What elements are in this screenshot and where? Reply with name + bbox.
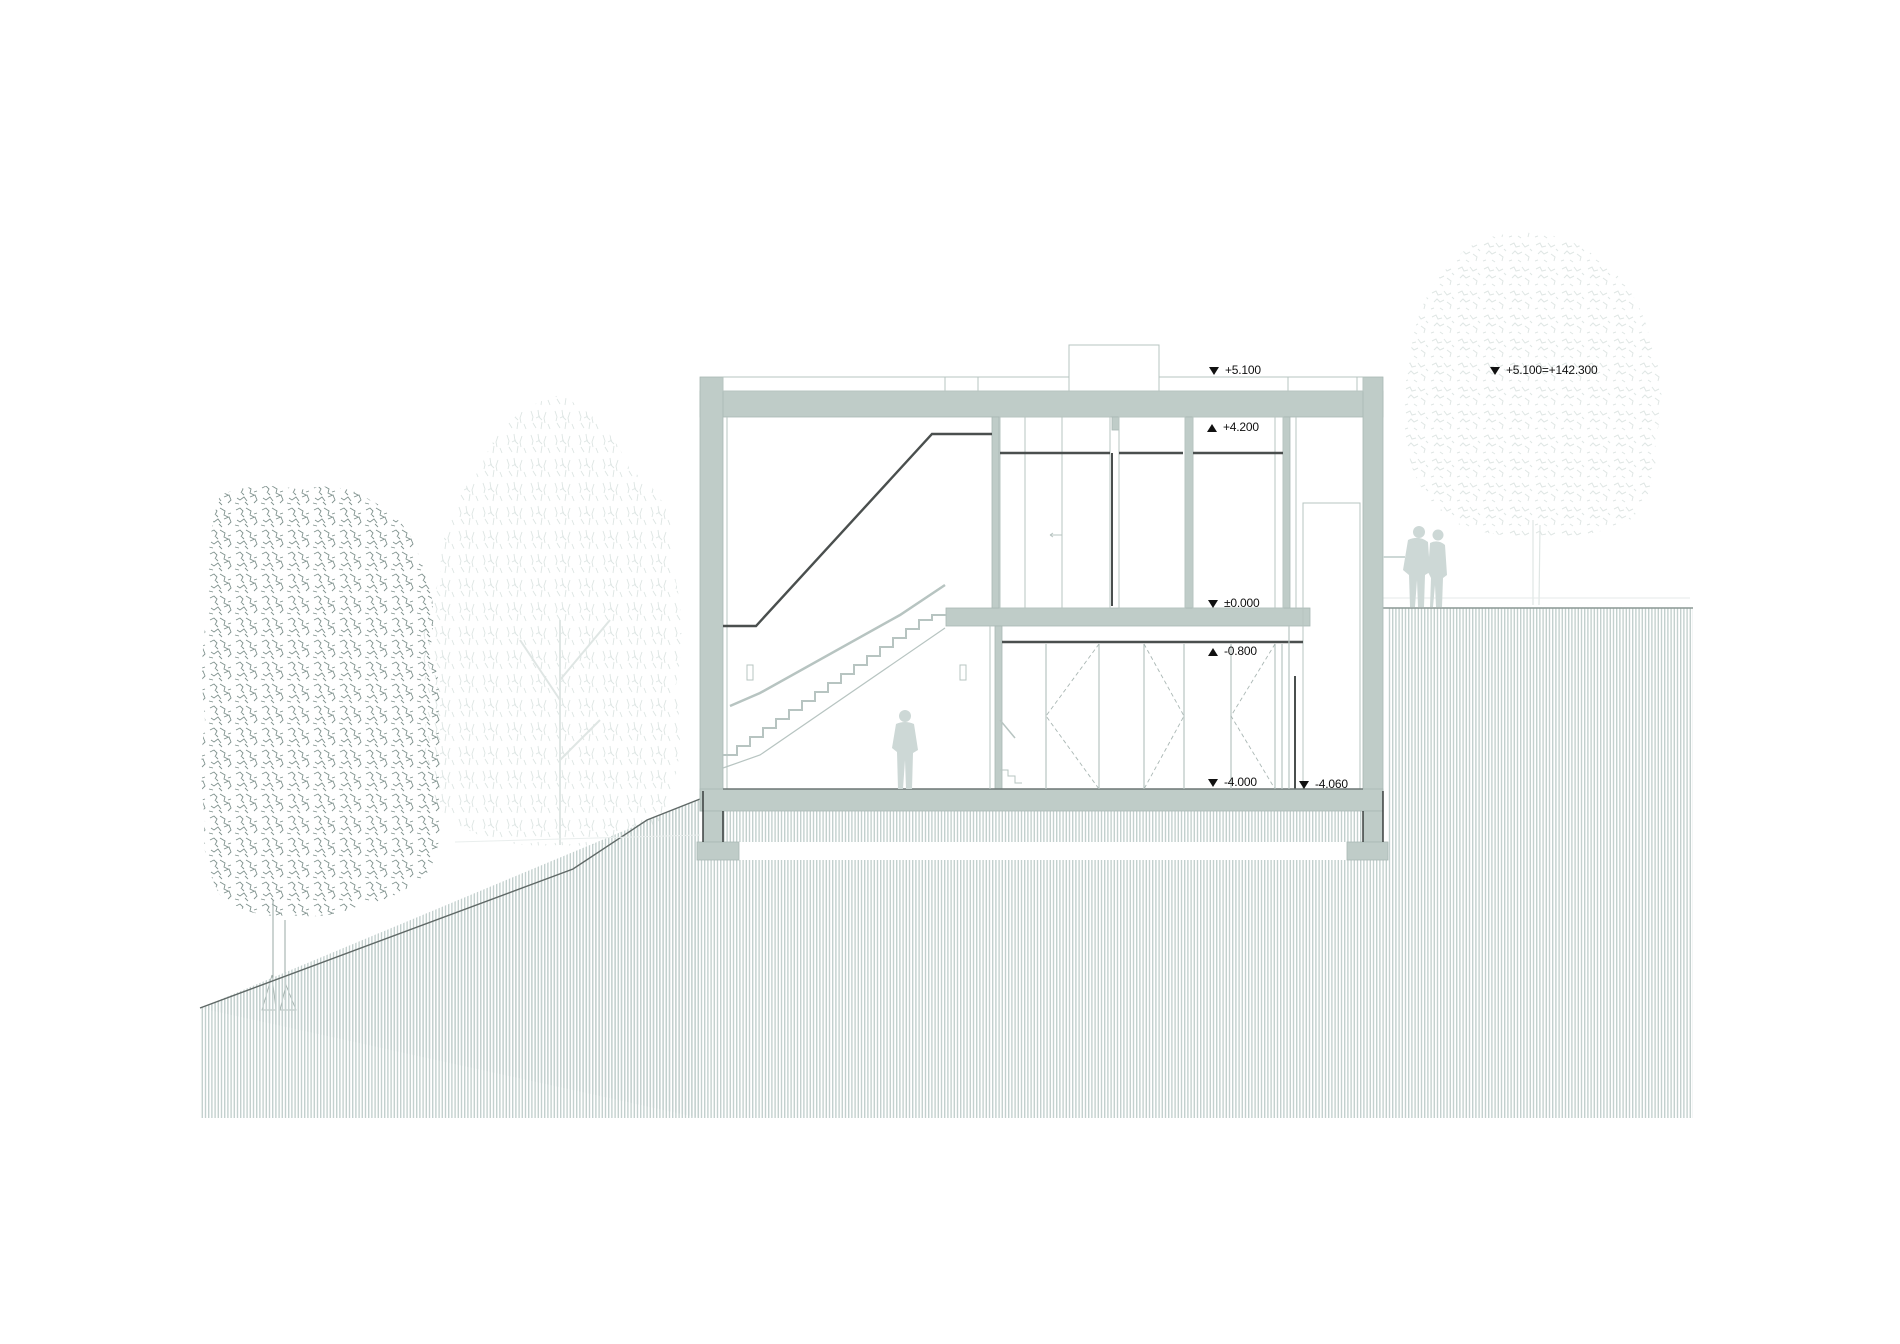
upper-interior: [726, 416, 1361, 790]
level-down-triangle-icon: [1299, 780, 1309, 789]
right-wall: [1362, 376, 1384, 812]
dark-elements: [723, 432, 1363, 790]
level-label: +5.100: [1225, 363, 1261, 377]
left-wall: [699, 376, 724, 812]
level-label: -4.000: [1224, 775, 1257, 789]
level-down-triangle-icon: [1208, 778, 1218, 787]
level-marker-lower-floor-step: -4.060: [1299, 777, 1348, 791]
stair-handrail-upper: [723, 432, 992, 628]
level-label: +4.200: [1223, 420, 1259, 434]
building-section: [696, 376, 1389, 861]
floor-slab: [699, 788, 1384, 812]
level-marker-lower-ceiling: -0.800: [1208, 644, 1257, 658]
level-label: ±0.000: [1224, 596, 1260, 610]
level-marker-roof-absolute: +5.100=+142.300: [1490, 363, 1598, 377]
shaft: [1302, 502, 1361, 790]
level-label: -0.800: [1224, 644, 1257, 658]
folding-doors: [1045, 626, 1290, 790]
level-marker-lower-floor: -4.000: [1208, 775, 1257, 789]
rooftop-box: [1068, 344, 1160, 392]
right-footing: [1346, 841, 1389, 861]
tree-right: [1404, 232, 1662, 606]
level-label: -4.060: [1315, 777, 1348, 791]
person-interior: [892, 710, 918, 789]
ground-section: [199, 597, 1693, 1118]
level-down-triangle-icon: [1209, 366, 1219, 375]
roof-slab: [699, 390, 1384, 418]
mid-slab: [945, 607, 1311, 627]
level-down-triangle-icon: [1208, 599, 1218, 608]
couple-exterior: [1383, 526, 1447, 607]
level-down-triangle-icon: [1490, 366, 1500, 375]
level-marker-roof: +5.100: [1209, 363, 1261, 377]
level-marker-upper-ceiling: +4.200: [1207, 420, 1259, 434]
level-label: +5.100=+142.300: [1506, 363, 1598, 377]
left-footing: [696, 841, 740, 861]
tree-back-left: [422, 395, 682, 846]
stair: [722, 583, 1022, 789]
roof-parapet: [722, 344, 1364, 392]
level-marker-ground-floor: ±0.000: [1208, 596, 1260, 610]
level-up-triangle-icon: [1208, 647, 1218, 656]
level-up-triangle-icon: [1207, 423, 1217, 432]
